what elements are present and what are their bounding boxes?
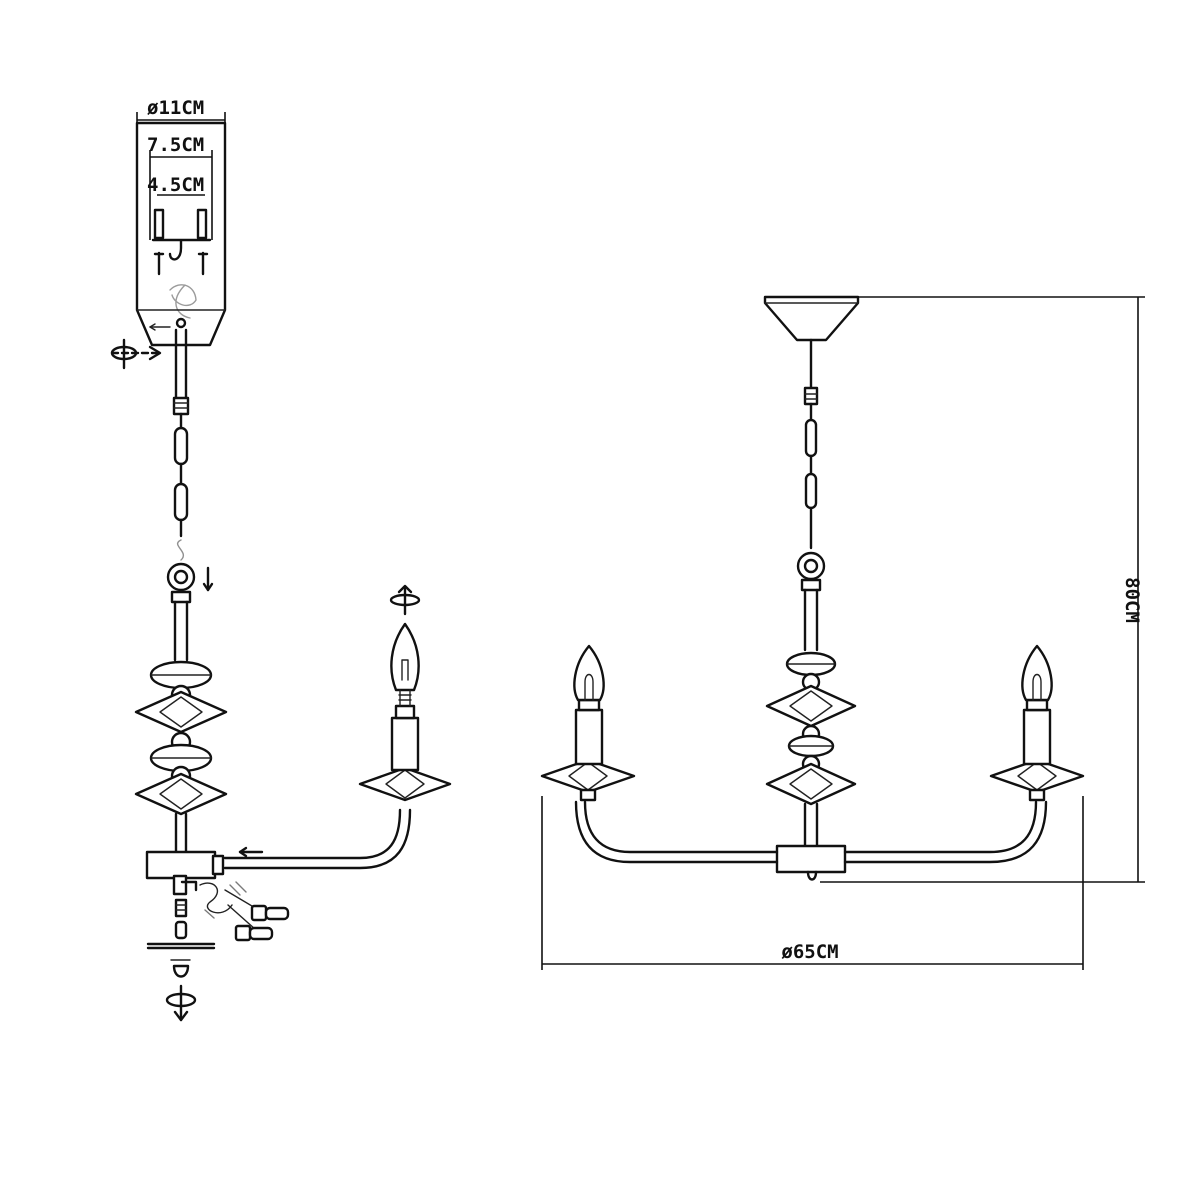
assembly-view: ø11CM 7.5CM 4.5CM: [110, 97, 452, 1022]
front-view: 80CM ø65CM: [540, 295, 1145, 970]
canopy-detail: ø11CM 7.5CM 4.5CM: [110, 97, 227, 370]
right-arm: [843, 644, 1085, 864]
screw-spacing-label: 4.5CM: [147, 174, 204, 196]
bulb: [1021, 644, 1053, 702]
screw-icon: [153, 251, 209, 276]
center-body: [775, 844, 847, 874]
rotate-icon: [110, 338, 162, 370]
overall-diameter-label: ø65CM: [781, 941, 838, 963]
rotate-icon: [389, 584, 421, 616]
center-body: [145, 850, 217, 880]
bulb: [573, 644, 605, 702]
bracket-width-label: 7.5CM: [147, 134, 204, 156]
hook-icon: [168, 239, 183, 261]
stem-ornaments: [134, 660, 228, 816]
loop-ring: [166, 539, 214, 592]
overall-height-label: 80CM: [1121, 577, 1143, 623]
chain: [804, 402, 818, 550]
chain: [173, 412, 189, 538]
rotate-icon: [165, 984, 197, 1022]
bulb: [390, 622, 420, 692]
height-dimension: 80CM: [820, 296, 1145, 883]
detached-arm: [223, 584, 452, 870]
bottom-parts: [146, 874, 290, 1022]
stem-ornaments: [765, 651, 857, 806]
left-arm: [540, 644, 779, 864]
canopy-diameter-label: ø11CM: [147, 97, 204, 119]
width-dimension: ø65CM: [541, 796, 1084, 970]
